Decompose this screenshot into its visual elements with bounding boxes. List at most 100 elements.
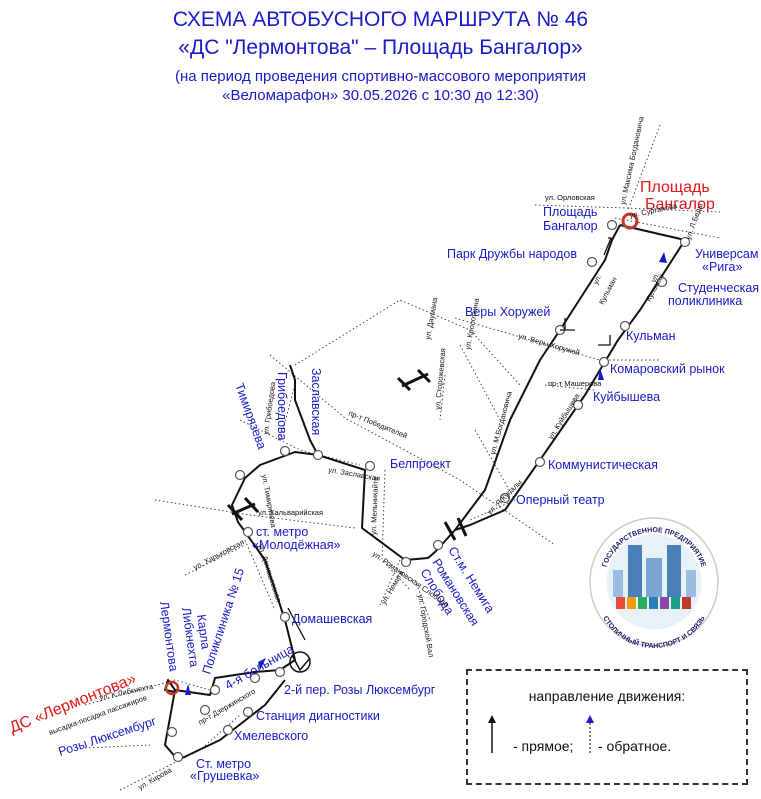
stop-label: Грибоедова [275,372,289,441]
stop-marker [166,726,178,738]
stop-label: «Молодёжная» [252,538,341,552]
stop-label: «Грушевка» [190,769,259,783]
stop-label: 2-й пер. Розы Люксембург [284,683,436,697]
street-label: ул. Харьковская [192,537,246,571]
bridge-icon [443,517,468,541]
forward-arrow-icon [598,335,611,346]
bridge-icons [226,368,468,541]
stop-marker [586,256,598,268]
street-label: ул. Немига [379,568,406,606]
stop-label: Парк Дружбы народов [447,247,577,261]
stop-marker [249,672,261,684]
stop-label: Комаровский рынок [610,362,725,376]
terminal-lermontova-ring [164,680,180,696]
company-logo: ГОСУДАРСТВЕННОЕ ПРЕДПРИЯТИЕ СТОЛИЧНЫЙ ТР… [589,517,719,650]
street-label: ул. Веры Хоружей [517,331,580,357]
street-pobediteley [269,354,556,546]
stop-label: Оперный театр [516,493,605,507]
stop-marker [222,724,234,736]
street-lux-side [84,744,151,749]
stop-marker [400,556,412,568]
street-bogdanovicha-n [627,124,661,211]
street-zaslavskaya [239,419,361,466]
street-surganova [614,217,721,239]
stop-label: ст. метро [256,525,308,539]
street-masherova [544,384,596,391]
legend-title: направление движения: [528,688,686,704]
forward-arrow-icon [488,715,496,753]
stop-marker [499,492,511,504]
legend-reverse: - обратное. [598,738,672,754]
reverse-arrow-icon [258,658,266,670]
street-label: ул. Сторожевская [433,348,447,410]
stop-marker [199,704,211,716]
forward-arrow-icon [603,237,612,256]
street-label: ул. Городской Вал [416,594,436,658]
legend-box: направление движения: - прямое; - обратн… [466,669,748,785]
street-label: Кульман [644,272,666,302]
reverse-arrow-icon [185,684,191,695]
street-label: ул. [649,271,662,284]
stop-marker [312,449,324,461]
street-label: ул. Кальварийская [258,508,323,517]
street-label: ул. [591,273,604,286]
street-label: ул. Тимирязева [260,474,278,529]
stop-marker [234,469,246,481]
stop-label: Заславская [309,368,323,435]
stop-label: поликлиника [668,294,742,308]
stop-label: Лермонтова [157,600,181,672]
reverse-arrow-icon [659,252,667,263]
stop-marker [242,526,254,538]
street-kalvariyskaya [154,499,356,529]
street-label: пр-т Победителей [347,409,408,441]
stop-label: «Рига» [702,260,743,274]
stop-marker [598,356,610,368]
forward-arrow-icon [608,237,613,243]
street-orlovskaya [534,204,721,213]
stop-marker [534,456,546,468]
terminal-bangalor-ring [621,212,639,230]
stop-marker [606,219,618,231]
street-libknekhta [84,679,211,706]
street-gorodskoy [414,579,431,621]
stop-label: Кульман [626,329,676,343]
subtitle-line-2: «Веломарафон» 30.05.2026 с 10:30 до 12:3… [222,87,539,104]
bridge-icon [396,368,432,392]
roundabout-icon [289,651,311,673]
stop-label: Ст. метро [196,757,251,771]
title-line-2: «ДС "Лермонтова" – Площадь Бангалор» [178,36,583,59]
stop-marker [279,445,291,457]
forward-arrow-icon [287,607,306,641]
stop-label: Белпроект [390,457,451,471]
route-path-main [289,224,621,561]
street-griboedova [279,384,296,441]
reverse-arrow-icon [598,368,604,380]
street-dauman [294,299,521,386]
stop-marker [274,666,286,678]
stop-label: Карла [194,613,213,650]
subtitle-line-1: (на период проведения спортивно-массовог… [174,68,587,85]
stop-label: Станция диагностики [256,709,380,723]
stop-marker [279,611,291,623]
bridge-icon [226,496,260,522]
reverse-arrow-icon [586,715,594,753]
street-label: ул. Куйбышева [546,391,582,441]
street-melnikaite [381,469,411,591]
street-kropotkina [459,344,501,421]
stop-marker [656,276,668,288]
terminal-end-label: Бангалор [645,196,715,213]
route-path-east [454,224,686,531]
stop-label: Веры Хоружей [465,305,550,319]
street-label: ул. Кирова [137,765,174,792]
street-domashevskaya [244,539,276,611]
street-label: пр-т Машерова [548,379,602,388]
terminal-end-label: Площадь [640,179,710,196]
street-m-bogdanovicha [469,429,516,521]
legend-forward: - прямое; [513,738,574,754]
stop-label: Площадь [543,205,597,219]
stop-label: Коммунистическая [548,458,658,472]
stop-label: Хмелевского [234,729,308,743]
stop-label: Домашевская [292,612,372,626]
stop-label: Студенческая [678,281,759,295]
